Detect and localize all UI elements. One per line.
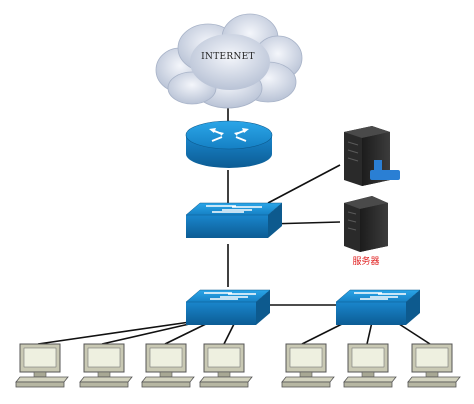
router-icon[interactable] bbox=[185, 120, 273, 168]
access-switch-icon[interactable] bbox=[185, 289, 271, 325]
access-switch-icon[interactable] bbox=[335, 289, 421, 325]
link-access-pc3 bbox=[164, 321, 211, 345]
workstation-icon[interactable] bbox=[343, 343, 397, 388]
workstation-icon[interactable] bbox=[407, 343, 461, 388]
workstation-icon[interactable] bbox=[15, 343, 69, 388]
link-access2-pc5 bbox=[301, 321, 347, 345]
link-access-pc4 bbox=[223, 321, 236, 345]
server-icon[interactable] bbox=[344, 126, 400, 186]
workstation-icon[interactable] bbox=[141, 343, 195, 388]
links bbox=[37, 104, 431, 345]
core-switch-icon[interactable] bbox=[185, 202, 283, 238]
internet-cloud-icon: INTERNET bbox=[155, 13, 303, 109]
link-access2-pc7 bbox=[395, 321, 431, 345]
server-label: 服务器 bbox=[352, 255, 379, 267]
workstations-group bbox=[15, 343, 461, 388]
cable-icon bbox=[370, 160, 400, 180]
link-access-pc1 bbox=[37, 321, 191, 345]
link-access-pc2 bbox=[101, 321, 199, 345]
link-core-server1 bbox=[267, 164, 341, 204]
cloud-label: INTERNET bbox=[201, 52, 255, 62]
workstation-icon[interactable] bbox=[281, 343, 335, 388]
link-access2-pc6 bbox=[366, 321, 373, 345]
workstation-icon[interactable] bbox=[79, 343, 133, 388]
server-icon[interactable]: 服务器 bbox=[344, 196, 388, 267]
workstation-icon[interactable] bbox=[199, 343, 253, 388]
